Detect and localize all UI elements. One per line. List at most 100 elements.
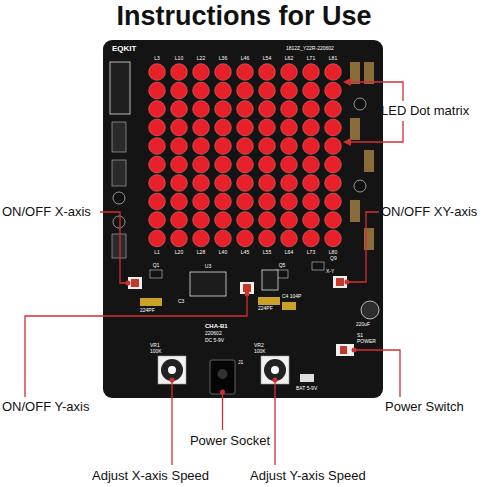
- leader-dot: [245, 292, 250, 297]
- callout-label: Power Switch: [385, 400, 464, 413]
- led: [281, 175, 298, 192]
- led: [325, 101, 342, 118]
- led-number: L28: [197, 250, 205, 255]
- led-number: L45: [241, 250, 249, 255]
- led: [149, 175, 166, 192]
- resistor-symbol: [350, 118, 360, 140]
- led: [281, 119, 298, 136]
- logo-text: EQKIT: [112, 45, 136, 53]
- led: [171, 230, 188, 247]
- led: [281, 101, 298, 118]
- led-number: L55: [263, 250, 271, 255]
- led-number: L54: [263, 56, 271, 61]
- led: [171, 119, 188, 136]
- power-socket-hole: [218, 369, 228, 379]
- led-number: L46: [241, 56, 249, 61]
- led-number: L80: [329, 250, 337, 255]
- led: [281, 82, 298, 99]
- led: [149, 193, 166, 210]
- led: [325, 82, 342, 99]
- led: [171, 101, 188, 118]
- led: [193, 193, 210, 210]
- power-switch-lever: [340, 346, 347, 354]
- led: [303, 156, 320, 173]
- capacitor-symbol: [361, 301, 379, 319]
- led: [193, 212, 210, 229]
- leader-line: [100, 212, 128, 283]
- led: [215, 193, 232, 210]
- callout-label: LED Dot matrix: [381, 104, 469, 117]
- leader-line: [171, 380, 172, 465]
- led: [171, 138, 188, 155]
- led: [193, 64, 210, 81]
- jumper-cap: [243, 284, 251, 292]
- capacitor-symbol: [282, 302, 296, 310]
- led-number: L20: [175, 250, 183, 255]
- transistor-symbol: [354, 180, 366, 192]
- resistor-symbol: [112, 234, 126, 258]
- led: [303, 138, 320, 155]
- led: [193, 175, 210, 192]
- pcb-board: [103, 40, 383, 398]
- component-label: Q5: [279, 263, 286, 268]
- led: [237, 64, 254, 81]
- led-number: L81: [329, 56, 337, 61]
- led: [259, 82, 276, 99]
- led: [325, 175, 342, 192]
- led: [303, 212, 320, 229]
- arrowhead: [343, 138, 351, 146]
- led-number: L1: [154, 250, 160, 255]
- leader-line: [354, 350, 400, 397]
- led: [303, 193, 320, 210]
- component-label: Q9: [330, 256, 337, 261]
- led: [325, 212, 342, 229]
- led: [193, 138, 210, 155]
- led: [237, 138, 254, 155]
- led: [215, 138, 232, 155]
- leader-dot: [273, 378, 278, 383]
- led: [193, 101, 210, 118]
- potentiometer-knob-center: [168, 366, 176, 374]
- led: [193, 82, 210, 99]
- transistor-symbol: [150, 270, 162, 278]
- jumper-cap: [336, 278, 344, 286]
- led: [149, 212, 166, 229]
- callout-label: ON/OFF XY-axis: [381, 205, 477, 218]
- led: [281, 230, 298, 247]
- led: [303, 119, 320, 136]
- led: [171, 64, 188, 81]
- leader-dot: [126, 281, 131, 286]
- led: [325, 138, 342, 155]
- led: [171, 156, 188, 173]
- led: [281, 212, 298, 229]
- led: [149, 101, 166, 118]
- callout-label: ON/OFF Y-axis: [2, 400, 89, 413]
- callout-label: Adjust Y-axis Speed: [250, 469, 366, 482]
- page-title: Instructions for Use: [116, 3, 371, 30]
- leader-line: [274, 380, 275, 465]
- component-label: Q1: [153, 263, 160, 268]
- led: [325, 230, 342, 247]
- led: [215, 230, 232, 247]
- led: [259, 193, 276, 210]
- led: [149, 64, 166, 81]
- led: [149, 82, 166, 99]
- potentiometer-base: [261, 356, 289, 384]
- led: [237, 193, 254, 210]
- jumper-cap: [131, 279, 139, 287]
- leader-dot: [352, 348, 357, 353]
- led: [237, 82, 254, 99]
- component-label: C4 104P: [282, 294, 301, 299]
- led: [303, 82, 320, 99]
- led: [303, 175, 320, 192]
- power-rating: DC 5-9V: [205, 338, 224, 343]
- led: [237, 101, 254, 118]
- led: [215, 175, 232, 192]
- led: [149, 230, 166, 247]
- led: [193, 119, 210, 136]
- leader-line: [347, 212, 379, 282]
- resistor-symbol: [364, 62, 374, 84]
- led: [215, 156, 232, 173]
